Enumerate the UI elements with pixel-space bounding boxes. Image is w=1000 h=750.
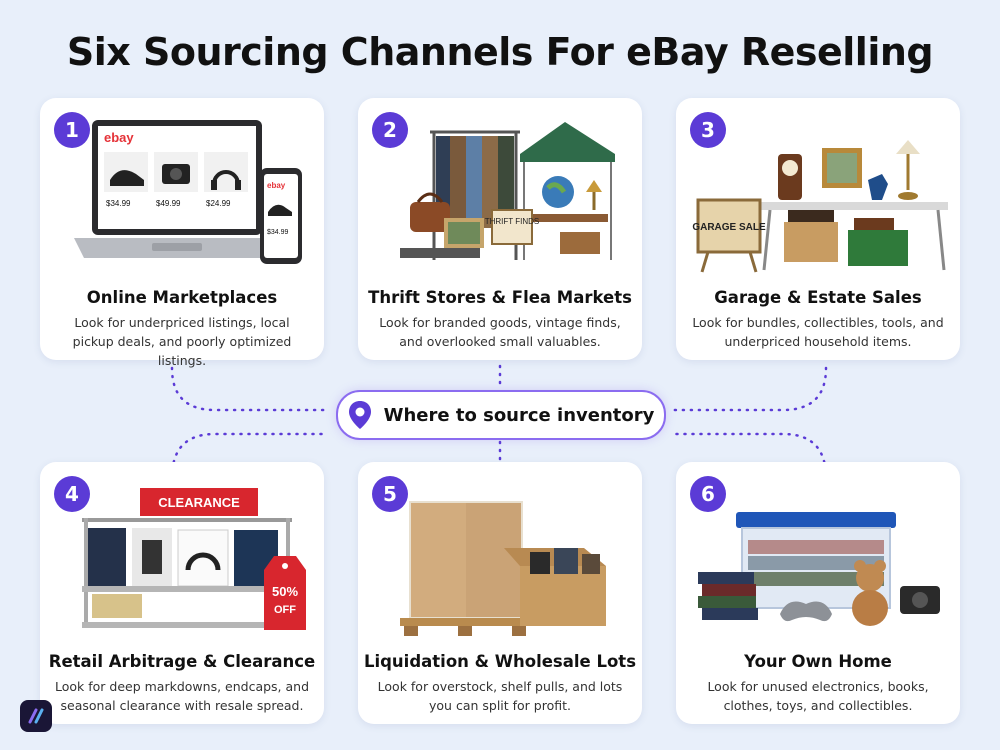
center-pill: Where to source inventory	[336, 390, 666, 440]
card-own-home[interactable]: 6 Your Own Home Look for unused electron…	[676, 462, 960, 724]
app-logo	[20, 700, 52, 732]
page-title: Six Sourcing Channels For eBay Reselling	[66, 30, 934, 74]
center-label: Where to source inventory	[383, 404, 655, 426]
step-badge-2: 2	[372, 112, 408, 148]
location-pin-icon	[348, 401, 371, 429]
price-4: $34.99	[267, 229, 289, 236]
discount-tag-off: OFF	[274, 604, 296, 616]
card-description: Look for branded goods, vintage finds, a…	[379, 315, 621, 349]
garage-sale-illustration: GARAGE SALE	[692, 140, 948, 273]
discount-tag-percent: 50%	[272, 584, 298, 599]
price-2: $49.99	[156, 199, 181, 208]
card-description: Look for unused electronics, books, clot…	[707, 679, 929, 713]
card-description: Look for deep markdowns, endcaps, and se…	[54, 679, 310, 713]
laptop-phone-illustration: ebay $34.99 $49.99 $24.99 ebay $34.99	[74, 120, 302, 264]
card-garage-estate[interactable]: 3 GARAGE SALE Garage & Estate Sales Look…	[676, 98, 960, 360]
home-items-illustration	[698, 512, 940, 626]
thrift-finds-sign: THRIFT FINDS	[485, 217, 540, 226]
ebay-logo-phone: ebay	[267, 181, 286, 190]
card-title: Your Own Home	[744, 652, 892, 671]
card-title: Liquidation & Wholesale Lots	[363, 652, 637, 671]
pallet-boxes-illustration	[400, 501, 606, 636]
card-thrift-stores[interactable]: 2 THRIFT FINDS Thrift Stores & Flea Mark…	[358, 98, 642, 360]
card-description: Look for underpriced listings, local pic…	[72, 315, 292, 368]
clearance-banner: CLEARANCE	[158, 495, 240, 510]
card-online-marketplaces[interactable]: 1 ebay $34.99 $49.99 $24.99 ebay $34.99 …	[40, 98, 324, 368]
step-badge-5: 5	[372, 476, 408, 512]
card-title: Online Marketplaces	[86, 288, 278, 307]
card-title: Garage & Estate Sales	[714, 288, 922, 307]
step-badge-4: 4	[54, 476, 90, 512]
price-3: $24.99	[206, 199, 231, 208]
card-description: Look for bundles, collectibles, tools, a…	[692, 315, 944, 349]
ebay-logo-laptop: ebay	[104, 130, 134, 145]
card-title: Retail Arbitrage & Clearance	[48, 652, 316, 671]
garage-sale-sign: GARAGE SALE	[692, 222, 766, 233]
card-description: Look for overstock, shelf pulls, and lot…	[377, 679, 623, 713]
step-badge-1: 1	[54, 112, 90, 148]
step-badge-3: 3	[690, 112, 726, 148]
slash-logo-icon	[28, 708, 44, 724]
card-liquidation[interactable]: 5 Liquidation & Wholesale Lots Look for …	[358, 462, 642, 724]
thrift-market-illustration: THRIFT FINDS	[400, 122, 615, 260]
card-title: Thrift Stores & Flea Markets	[368, 288, 632, 307]
price-1: $34.99	[106, 199, 131, 208]
clearance-shelf-illustration: CLEARANCE 50% OFF	[82, 488, 306, 630]
step-badge-6: 6	[690, 476, 726, 512]
card-retail-arbitrage[interactable]: 4 CLEARANCE 50% OFF Retail Arbitrage & C…	[40, 462, 324, 724]
